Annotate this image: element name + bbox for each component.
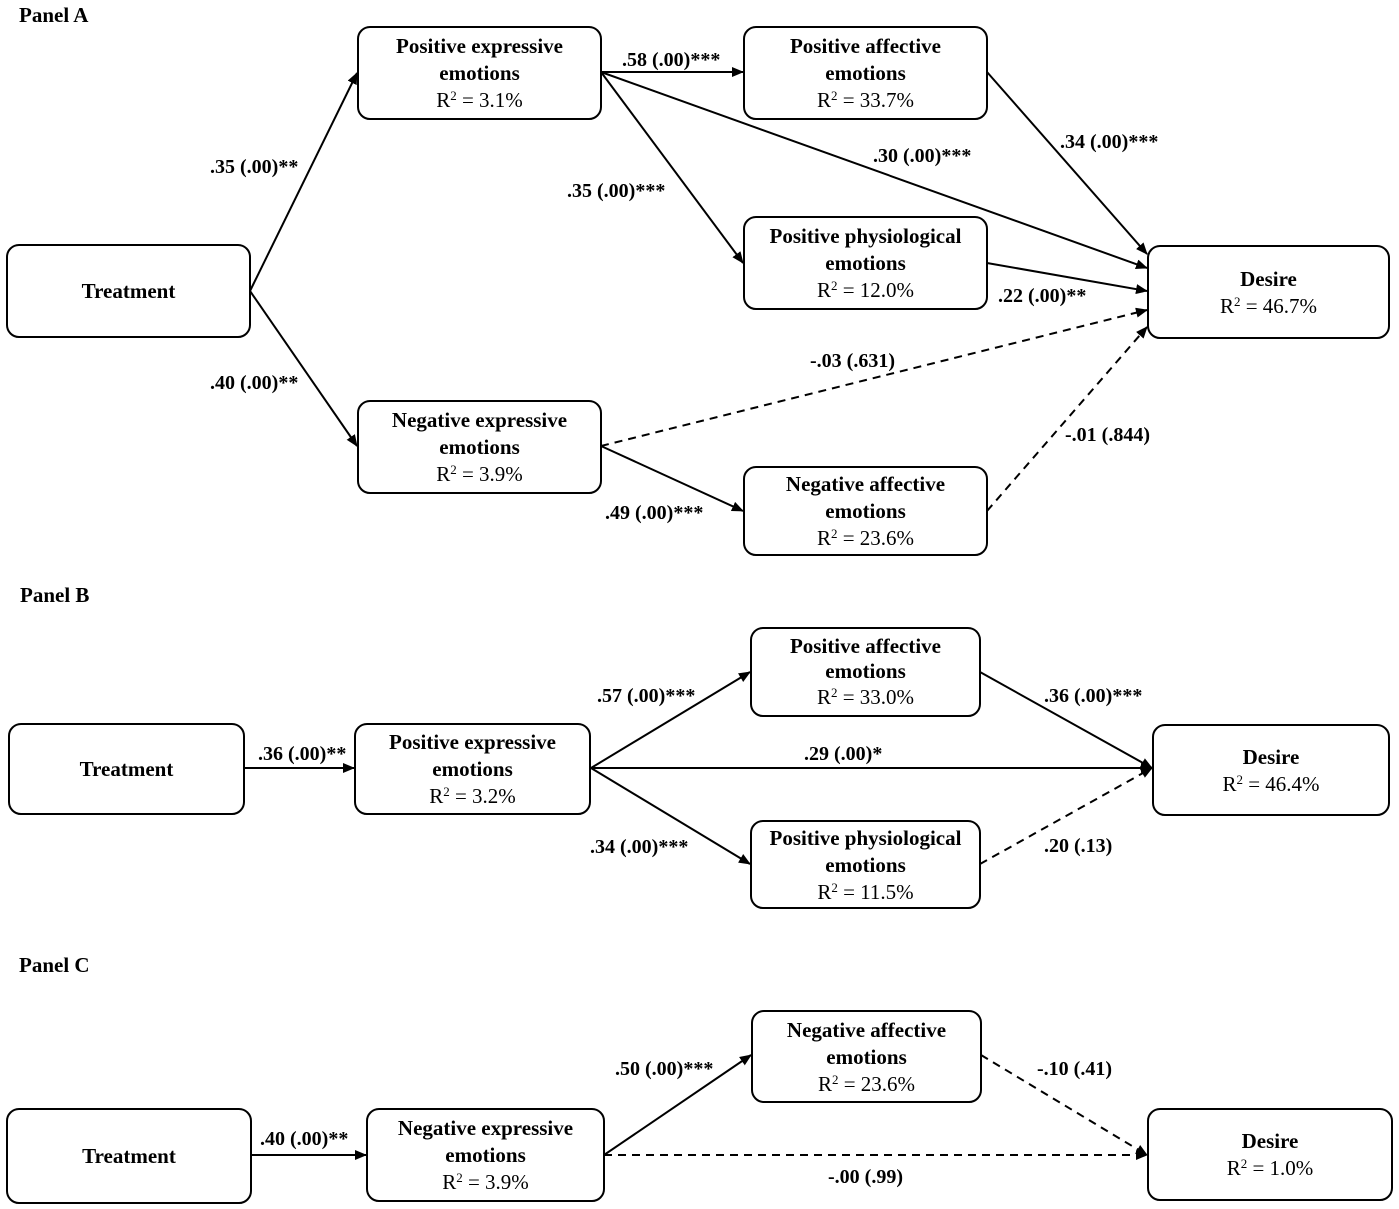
arrow-a-negexp-negaff — [600, 445, 744, 512]
panel-b-label: Panel B — [20, 583, 90, 607]
node-r2: R2 = 12.0% — [816, 278, 915, 302]
node-title: Positive affective emotions — [789, 34, 941, 85]
panel-b-pos-expressive-node: Positive expressive emotions R2 = 3.2% — [354, 723, 591, 815]
arrow-c-negexp-negaff — [603, 1054, 752, 1156]
node-r2: R2 = 23.6% — [816, 526, 915, 550]
node-title: Negative affective emotions — [785, 472, 946, 523]
arrow-a-treatment-negexp — [249, 290, 358, 447]
node-title: Desire — [1240, 266, 1297, 291]
node-r2: R2 = 11.5% — [817, 879, 914, 904]
panel-a-desire-node: Desire R2 = 46.7% — [1147, 245, 1390, 339]
path-coefficient: .22 (.00)** — [998, 285, 1087, 307]
arrow-a-posphys-desire — [986, 262, 1148, 295]
node-r2: R2 = 3.2% — [429, 784, 516, 808]
panel-c-desire-node: Desire R2 = 1.0% — [1147, 1108, 1393, 1201]
path-coefficient: .20 (.13) — [1044, 835, 1113, 857]
path-coefficient: .40 (.00)** — [210, 372, 299, 394]
node-title: Desire — [1241, 1129, 1299, 1153]
path-coefficient: .57 (.00)*** — [597, 685, 696, 707]
path-coefficient: .29 (.00)* — [804, 743, 883, 765]
path-coefficient: -.10 (.41) — [1037, 1058, 1112, 1080]
path-coefficient: .35 (.00)*** — [567, 180, 666, 202]
panel-b-treatment-node: Treatment — [8, 723, 245, 815]
path-coefficient: .49 (.00)*** — [605, 502, 704, 524]
path-coefficient: -.00 (.99) — [828, 1166, 903, 1188]
node-r2: R2 = 46.7% — [1219, 293, 1318, 318]
panel-a-treatment-node: Treatment — [6, 244, 251, 338]
path-coefficient: .35 (.00)** — [210, 156, 299, 178]
node-r2: R2 = 23.6% — [817, 1071, 916, 1096]
node-r2: R2 = 3.1% — [436, 88, 523, 112]
path-coefficient: .36 (.00)*** — [1044, 685, 1143, 707]
node-title: Negative expressive emotions — [391, 408, 568, 459]
panel-b-pos-affective-node: Positive affective emotions R2 = 33.0% — [750, 627, 981, 717]
node-title: Desire — [1242, 744, 1300, 769]
node-title: Positive affective emotions — [789, 634, 941, 683]
arrow-b-posaff-desire — [979, 671, 1153, 769]
panel-a-pos-physiological-node: Positive physiological emotions R2 = 12.… — [743, 216, 988, 310]
node-title: Positive physiological emotions — [769, 224, 962, 275]
node-title: Positive physiological emotions — [769, 825, 962, 877]
node-r2: R2 = 46.4% — [1222, 771, 1320, 796]
panel-a-neg-expressive-node: Negative expressive emotions R2 = 3.9% — [357, 400, 602, 494]
path-coefficient: .30 (.00)*** — [873, 145, 972, 167]
arrow-b-posphys-desire — [979, 767, 1153, 865]
arrow-a-negexp-desire — [600, 307, 1148, 447]
arrow-a-posexp-desire — [600, 71, 1148, 269]
panel-b-pos-physiological-node: Positive physiological emotions R2 = 11.… — [750, 820, 981, 909]
panel-a-pos-affective-node: Positive affective emotions R2 = 33.7% — [743, 26, 988, 120]
arrow-b-posexp-posaff — [590, 671, 751, 769]
node-r2: R2 = 3.9% — [436, 462, 523, 486]
node-title: Negative expressive emotions — [397, 1116, 574, 1167]
arrow-b-posexp-posphys — [590, 767, 751, 865]
node-r2: R2 = 33.7% — [816, 88, 915, 112]
path-coefficient: .50 (.00)*** — [615, 1058, 714, 1080]
path-coefficient: -.03 (.631) — [810, 350, 895, 372]
arrow-a-negaff-desire — [986, 326, 1148, 512]
node-title: Positive expressive emotions — [396, 34, 563, 85]
node-r2: R2 = 33.0% — [816, 685, 915, 709]
arrow-a-posexp-posphys — [600, 71, 744, 264]
path-coefficient: -.01 (.844) — [1065, 424, 1150, 446]
panel-c-neg-affective-node: Negative affective emotions R2 = 23.6% — [751, 1010, 982, 1103]
path-coefficient: .40 (.00)** — [260, 1128, 349, 1150]
node-title: Treatment — [81, 278, 176, 303]
panel-a-neg-affective-node: Negative affective emotions R2 = 23.6% — [743, 466, 988, 556]
node-title: Treatment — [79, 756, 174, 781]
panel-c-neg-expressive-node: Negative expressive emotions R2 = 3.9% — [366, 1108, 605, 1202]
arrow-a-treatment-posexp — [249, 72, 358, 292]
panel-a-label: Panel A — [19, 3, 89, 27]
node-title: Negative affective emotions — [786, 1017, 947, 1069]
node-r2: R2 = 3.9% — [442, 1170, 529, 1194]
path-coefficient: .34 (.00)*** — [590, 836, 689, 858]
node-r2: R2 = 1.0% — [1226, 1156, 1314, 1180]
panel-c-treatment-node: Treatment — [6, 1108, 252, 1204]
panel-b-desire-node: Desire R2 = 46.4% — [1152, 724, 1390, 816]
panel-c-label: Panel C — [19, 953, 90, 977]
node-title: Treatment — [82, 1143, 176, 1168]
arrow-a-posaff-desire — [986, 71, 1148, 255]
path-coefficient: .36 (.00)** — [258, 743, 347, 765]
panel-a-pos-expressive-node: Positive expressive emotions R2 = 3.1% — [357, 26, 602, 120]
node-title: Positive expressive emotions — [389, 730, 556, 781]
path-coefficient: .58 (.00)*** — [622, 49, 721, 71]
arrow-c-negaff-desire — [980, 1054, 1148, 1156]
path-coefficient: .34 (.00)*** — [1060, 131, 1159, 153]
